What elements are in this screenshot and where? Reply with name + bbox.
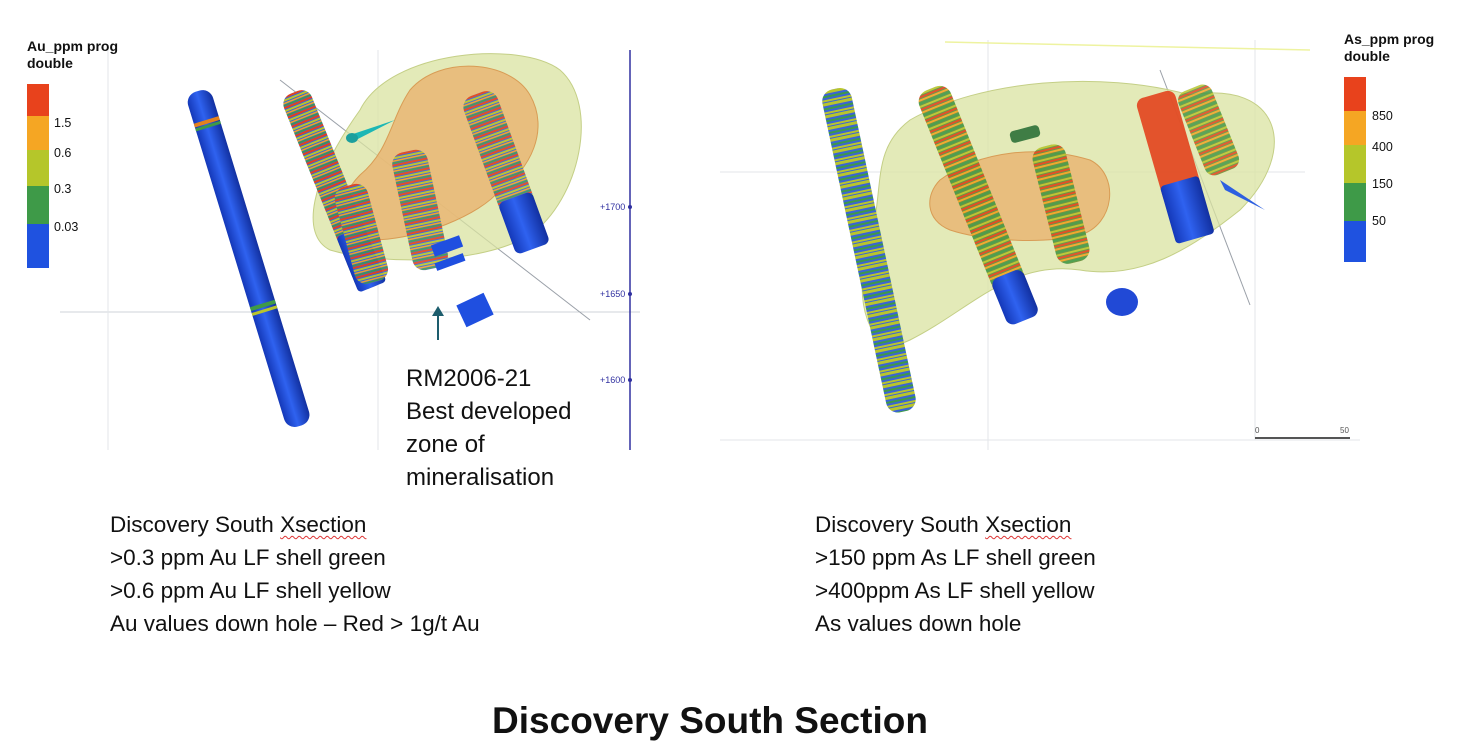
as-legend-title-line2: double	[1344, 48, 1390, 64]
as-legend-title: As_ppm prog double	[1344, 31, 1434, 65]
as-legend-tick-4: 50	[1372, 214, 1386, 228]
left-caption-line4: Au values down hole – Red > 1g/t Au	[110, 611, 480, 636]
au-legend-title: Au_ppm prog double	[27, 38, 118, 72]
left-caption: Discovery South Xsection >0.3 ppm Au LF …	[110, 508, 480, 640]
drillhole-annotation: RM2006-21 Best developed zone of mineral…	[406, 362, 571, 494]
as-legend-title-line1: As_ppm prog	[1344, 31, 1435, 47]
right-section-view: 0 50	[720, 40, 1360, 450]
left-caption-line1: Discovery South Xsection	[110, 508, 480, 541]
right-caption-line1-xsection: Xsection	[985, 512, 1072, 537]
as-legend-tick-2: 400	[1372, 140, 1393, 154]
au-legend-title-line1: Au_ppm prog	[27, 38, 118, 54]
au-legend-colorbar	[27, 84, 49, 268]
as-legend-colorbar	[1344, 77, 1366, 262]
as-legend-swatch-blue	[1344, 221, 1366, 262]
left-caption-line3: >0.6 ppm Au LF shell yellow	[110, 578, 391, 603]
au-legend-title-line2: double	[27, 55, 73, 71]
slide-title: Discovery South Section	[492, 700, 928, 741]
left-caption-line1-xsection: Xsection	[280, 512, 367, 537]
left-caption-line2: >0.3 ppm Au LF shell green	[110, 545, 386, 570]
as-legend-swatch-yellow	[1344, 145, 1366, 183]
right-caption-line1: Discovery South Xsection	[815, 508, 1096, 541]
as-legend-swatch-orange	[1344, 111, 1366, 145]
scale-bar-start: 0	[1255, 426, 1260, 435]
legend-swatch-green	[27, 186, 49, 224]
annotation-line4: mineralisation	[406, 464, 555, 491]
legend-swatch-blue	[27, 224, 49, 268]
as-legend-swatch-green	[1344, 183, 1366, 221]
right-caption-line3: >400ppm As LF shell yellow	[815, 578, 1095, 603]
au-legend-tick-2: 0.6	[54, 146, 72, 160]
as-legend-tick-1: 850	[1372, 109, 1393, 123]
right-caption-line2: >150 ppm As LF shell green	[815, 545, 1096, 570]
left-section-view: +1700 +1650 +1600	[60, 50, 640, 450]
annotation-line3: zone of	[406, 431, 485, 458]
au-legend-tick-4: 0.03	[54, 220, 79, 234]
annotation-line2: Best developed	[406, 398, 572, 425]
axis-tick-1700: +1700	[600, 202, 625, 212]
as-legend-swatch-red	[1344, 77, 1366, 111]
left-caption-line1-text: Discovery South	[110, 512, 281, 537]
right-caption-line4: As values down hole	[815, 611, 1022, 636]
right-caption-line1-text: Discovery South	[815, 512, 986, 537]
left-3d-render: +1700 +1650 +1600	[60, 50, 640, 450]
axis-tick-1650: +1650	[600, 289, 625, 299]
au-legend-tick-3: 0.3	[54, 182, 72, 196]
axis-tick-1600: +1600	[600, 375, 625, 385]
legend-swatch-yellow	[27, 150, 49, 186]
annotation-line1: RM2006-21	[406, 365, 532, 392]
scale-bar-end: 50	[1340, 426, 1349, 435]
legend-swatch-red	[27, 84, 49, 116]
right-caption: Discovery South Xsection >150 ppm As LF …	[815, 508, 1096, 640]
as-legend-tick-3: 150	[1372, 177, 1393, 191]
legend-swatch-orange	[27, 116, 49, 150]
right-3d-render: 0 50	[720, 40, 1360, 450]
au-legend-tick-1: 1.5	[54, 116, 72, 130]
